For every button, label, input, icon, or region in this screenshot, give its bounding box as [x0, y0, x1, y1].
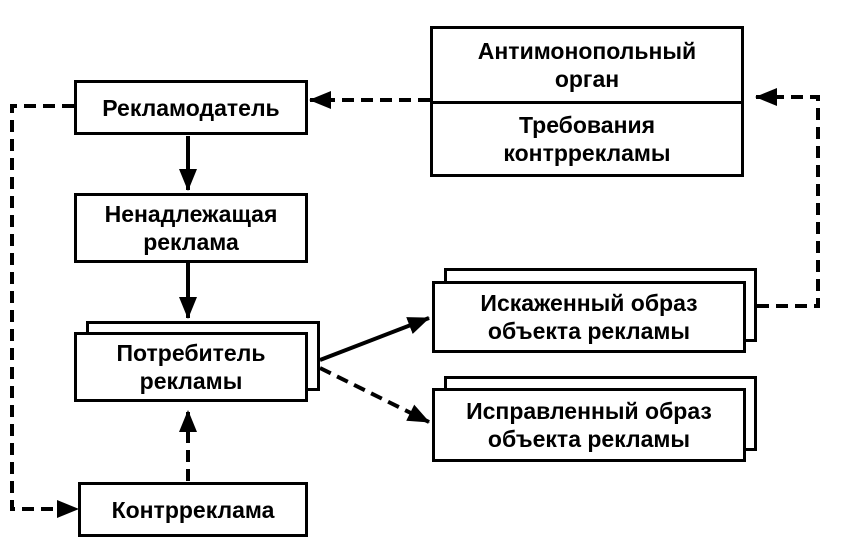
distorted-image-box: Искаженный образ объекта рекламы: [432, 281, 746, 353]
arrow-distorted-to-antimonopoly: [755, 88, 820, 308]
improper-ad-label: Ненадлежащая реклама: [104, 201, 278, 255]
antimonopoly-requirements-cell: Требования контррекламы: [433, 104, 741, 174]
advertiser-label: Рекламодатель: [102, 94, 280, 121]
antimonopoly-title-cell: Антимонопольный орган: [433, 29, 741, 101]
consumer-box: Потребитель рекламы: [74, 332, 308, 402]
counter-ad-box: Контрреклама: [78, 482, 308, 537]
arrow-consumer-to-corrected: [319, 366, 430, 424]
arrow-consumer-to-distorted: [319, 316, 430, 362]
consumer-label: Потребитель рекламы: [116, 340, 266, 394]
antimonopoly-requirements: Требования контррекламы: [503, 112, 671, 166]
antimonopoly-title: Антимонопольный орган: [477, 38, 697, 92]
distorted-image-label: Искаженный образ объекта рекламы: [480, 290, 698, 344]
counter-ad-label: Контрреклама: [111, 496, 275, 523]
advertiser-box: Рекламодатель: [74, 80, 308, 135]
antimonopoly-box: Антимонопольный орган Требования контрре…: [430, 26, 744, 177]
antimonopoly-divider: [433, 101, 741, 104]
corrected-image-box: Исправленный образ объекта рекламы: [432, 388, 746, 462]
corrected-image-label: Исправленный образ объекта рекламы: [466, 398, 712, 452]
improper-ad-box: Ненадлежащая реклама: [74, 193, 308, 263]
arrow-advertiser-to-counter-ad: [10, 104, 79, 518]
